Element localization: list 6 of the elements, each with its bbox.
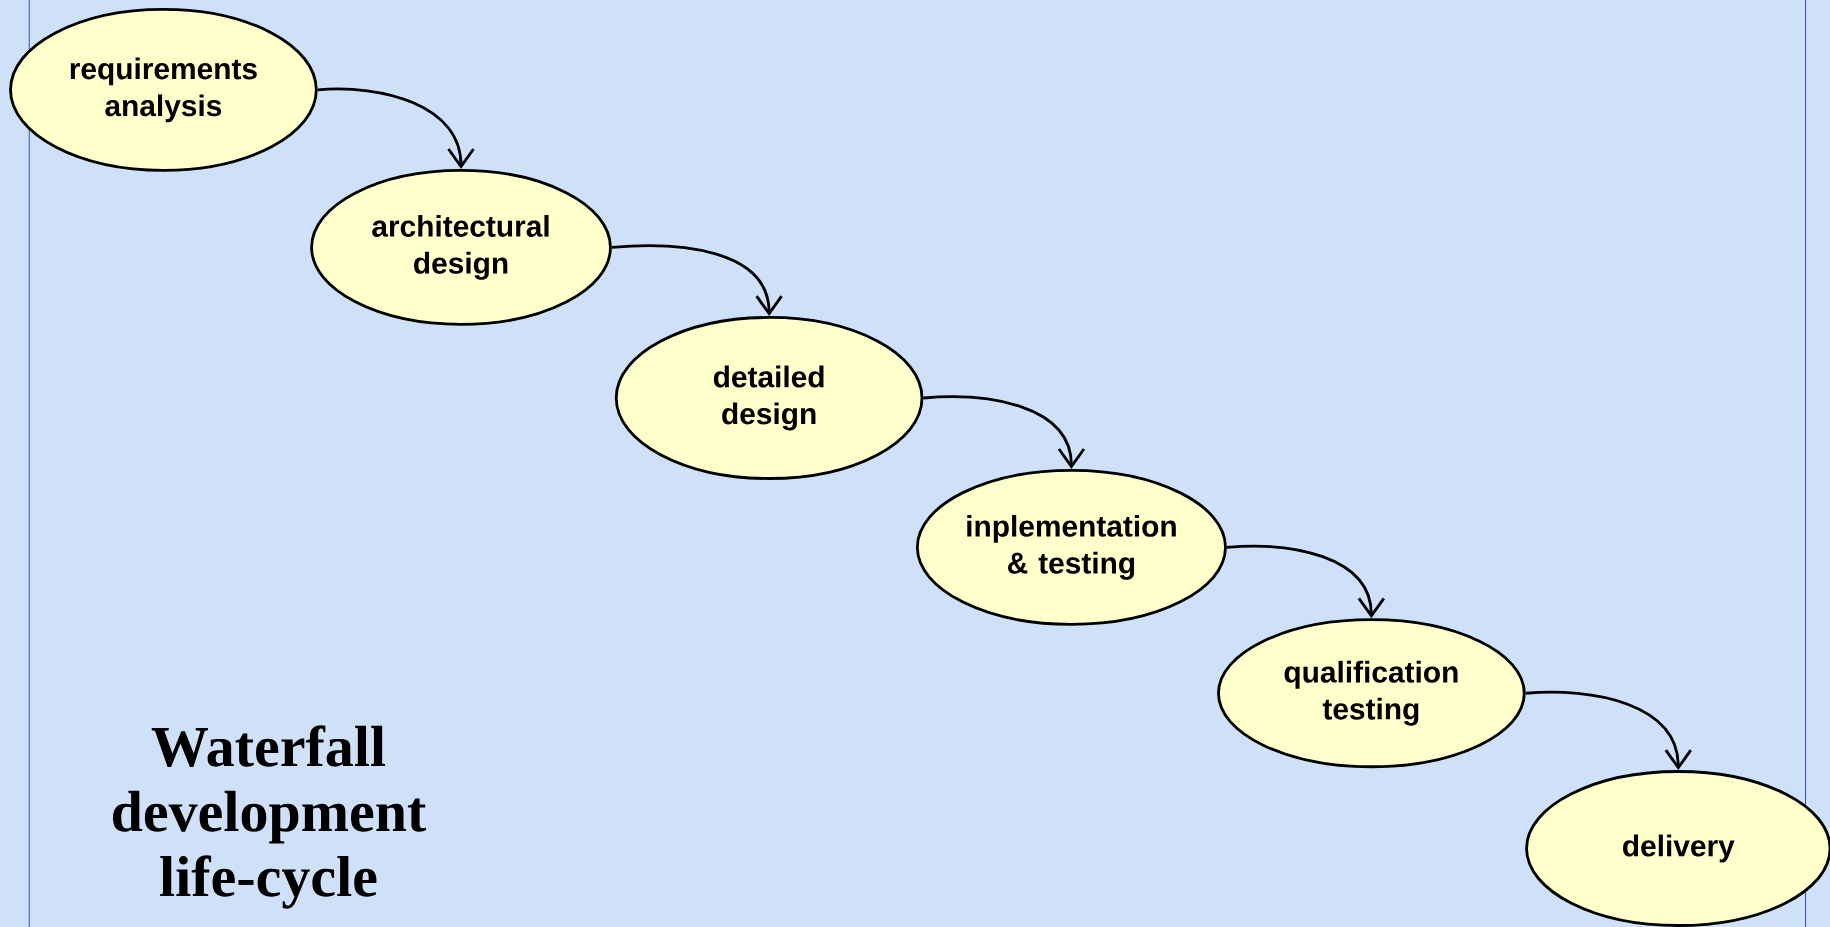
arrow bbox=[923, 395, 1086, 469]
arrow bbox=[1226, 544, 1385, 619]
arrow bbox=[611, 244, 783, 317]
title: Waterfall development life-cycle bbox=[112, 725, 427, 909]
arrow bbox=[1525, 690, 1692, 771]
arrow bbox=[317, 87, 475, 169]
